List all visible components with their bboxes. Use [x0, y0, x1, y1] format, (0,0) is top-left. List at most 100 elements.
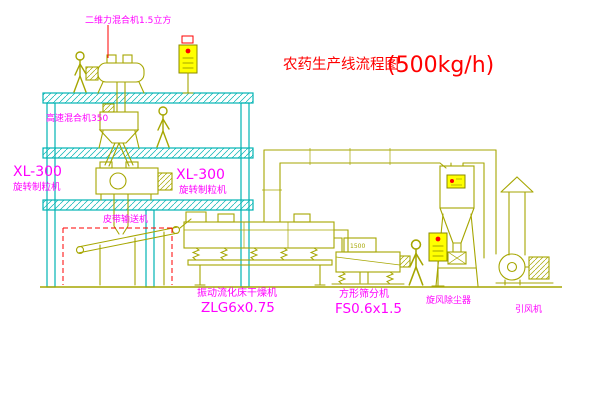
cabinet-button [185, 48, 191, 54]
pit-marking-dashed [62, 227, 173, 285]
belt-conveyor [75, 218, 192, 286]
cyclone-body [439, 165, 475, 209]
mixer-2d-body [97, 62, 145, 83]
square-sieve: 1500 [331, 237, 411, 285]
high-speed-mixer-legs [98, 130, 140, 149]
label-granulator-left-name: 旋转制粒机 [13, 181, 61, 193]
floor-slab-lower [42, 199, 254, 211]
stack-rain-cap [500, 176, 534, 193]
label-granulator-mid-name: 旋转制粒机 [179, 184, 227, 196]
dryer-discharge-pipe [333, 229, 349, 253]
cyclone-access-button [450, 179, 454, 183]
cyclone [435, 165, 479, 287]
exhaust-stack [508, 191, 526, 256]
control-cabinet-ground [428, 232, 448, 287]
dryer-spring [280, 247, 288, 261]
label-dryer-name: 振动流化床干燥机 [197, 286, 277, 299]
title-text: 农药生产线流程图 [283, 56, 399, 73]
column-right [240, 102, 250, 288]
fan-motor [528, 256, 550, 280]
dryer-top-port [217, 213, 235, 223]
cyclone-drop-pipe [452, 242, 462, 253]
sieve-vibrator-motor [399, 255, 411, 268]
rotary-granulator [95, 161, 173, 235]
label-granulator-mid-model: XL-300 [176, 167, 225, 183]
granulator-body [95, 167, 159, 195]
dryer-base-frame [187, 259, 333, 266]
fan-base [495, 266, 554, 286]
induced-fan-stack [495, 176, 554, 286]
label-sieve-model: FS0.6x1.5 [335, 301, 402, 317]
duct-flanges [262, 148, 391, 191]
cyclone-cone [439, 207, 475, 244]
label-high-speed-mixer: 高速混合机350 [46, 112, 108, 124]
dryer-top-port [293, 213, 311, 223]
mixer-2d-motor [85, 66, 99, 81]
cabinet-tag [181, 35, 194, 44]
dryer-inlet-hood [185, 211, 207, 223]
conveyor-tail-pulley [75, 245, 85, 255]
label-dryer-model: ZLG6x0.75 [201, 300, 275, 316]
worker-middle-floor [156, 106, 170, 148]
cyclone-access-box [446, 174, 466, 189]
worker-ground [408, 239, 424, 286]
worker-top-floor [73, 51, 87, 93]
main-horizontal-duct [263, 149, 497, 169]
cabinet-stand [431, 260, 445, 287]
sieve-screen-deck [335, 256, 401, 266]
granulator-discharge-chute [113, 193, 129, 235]
cabinet-panel-lines [182, 57, 194, 69]
dryer-spring [220, 247, 228, 261]
dryer-body [183, 221, 335, 249]
sieve-spring [386, 271, 394, 285]
dryer-spring [250, 247, 258, 261]
hopper-dimension-text: 1500 [350, 243, 365, 250]
fluid-bed-dryer [183, 211, 349, 286]
conveyor-belt [77, 226, 179, 254]
cabinet-panel-lines [432, 245, 444, 257]
granulator-drum [109, 172, 127, 190]
cyclone-access-lines [451, 178, 462, 186]
down-duct-to-fan [483, 149, 497, 259]
floor-slab-middle [42, 147, 254, 159]
label-granulator-left-model: XL-300 [13, 164, 62, 180]
mixer-2d-port [106, 54, 117, 64]
high-speed-mixer-cone [98, 129, 140, 144]
label-cyclone: 旋风除尘器 [426, 294, 471, 306]
labels: 二维力混合机1.5立方 高速混合机350 XL-300 旋转制粒机 XL-300… [13, 14, 542, 317]
cyclone-airlock-cross [447, 251, 467, 265]
conveyor-supports [99, 231, 165, 286]
mixer-2d-legs [97, 81, 145, 94]
granulator-motor [157, 172, 173, 191]
floor-slab-top [42, 92, 254, 104]
label-belt-conveyor: 皮带输送机 [103, 213, 148, 225]
cabinet-stand [182, 72, 194, 94]
label-sieve-name: 方形筛分机 [339, 287, 389, 300]
title-capacity: (500kg/h) [387, 53, 494, 78]
control-cabinet-top [178, 35, 198, 94]
conveyor-transfer-chute [179, 218, 192, 229]
dryer-legs [194, 264, 326, 286]
dryer-riser-duct [263, 149, 281, 223]
sieve-discharge-spout [359, 271, 369, 284]
dryer-body-lines [184, 222, 334, 248]
high-speed-mixer-y-chute [104, 142, 134, 167]
fan-hub [506, 261, 518, 273]
label-fan: 引风机 [515, 303, 542, 315]
building-structure [42, 92, 254, 288]
dryer-spring [310, 247, 318, 261]
exhaust-duct [262, 148, 497, 259]
drawing-title: 农药生产线流程图 (500kg/h) [283, 53, 494, 78]
dryer-spring [192, 247, 200, 261]
mixer-2d-port [122, 54, 133, 64]
high-speed-mixer-motor [102, 103, 115, 113]
granulator-legs [100, 193, 152, 201]
mixer-2d [85, 54, 145, 113]
column-left [46, 102, 56, 288]
high-speed-mixer [98, 103, 140, 167]
sieve-spring [338, 271, 346, 285]
mixer-2d-discharge-pipe [116, 81, 126, 113]
label-mixer-2d: 二维力混合机1.5立方 [85, 14, 171, 26]
